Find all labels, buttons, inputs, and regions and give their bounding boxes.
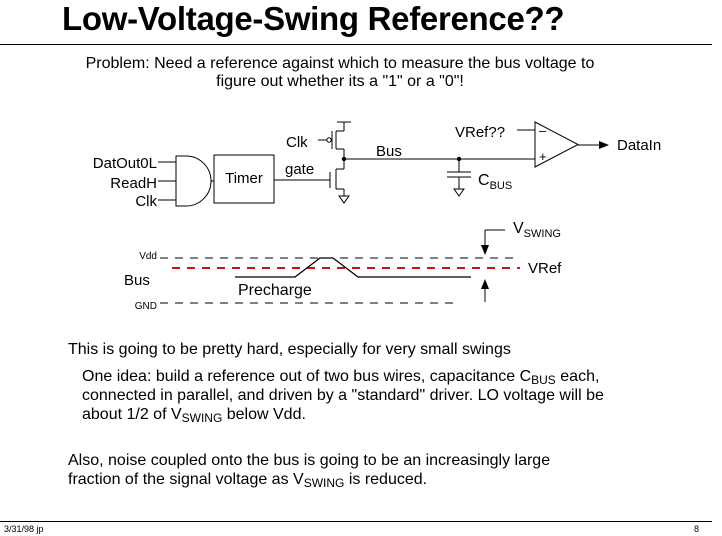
input-label-datout0l: DatOut0L [93,155,157,172]
comparator-plus-label: + [539,149,547,164]
page-title: Low-Voltage-Swing Reference?? [62,0,565,37]
ground-icon [453,188,465,197]
page-number: 8 [694,524,700,534]
idea-paragraph: One idea: build a reference out of two b… [82,367,604,424]
timer-box [213,154,275,204]
footer-date: 3/31/98 jp [4,524,44,534]
comparator-amplifier [534,121,580,168]
cbus-label: CBUS [478,172,512,192]
input-label-readh: ReadH [110,175,157,192]
problem-statement: Problem: Need a reference against which … [30,55,650,91]
vswing-label: VSWING [513,220,561,240]
and-gate [175,155,212,207]
waveform-bus-label: Bus [124,272,150,289]
noise-paragraph: Also, noise coupled onto the bus is goin… [68,451,550,489]
comparator-minus-label: – [539,123,547,138]
vref-question-label: VRef?? [455,124,505,141]
bus-waveform-trace [235,257,471,278]
idea-line-1: One idea: build a reference out of two b… [82,368,600,387]
title-divider [0,44,712,45]
idea-line-2: connected in parallel, and driven by a "… [82,387,604,404]
input-wires [158,161,176,201]
problem-line-2: figure out whether its a "1" or a "0"! [216,73,464,90]
timer-label: Timer [225,170,263,187]
nmos-driver-transistor [335,159,345,196]
input-label-clk: Clk [135,193,157,210]
noise-line-2: fraction of the signal voltage as VSWING… [68,471,428,490]
clk-label: Clk [286,134,308,151]
vdd-label: Vdd [139,251,157,262]
bus-capacitor [447,159,471,189]
idea-line-3: about 1/2 of VSWING below Vdd. [82,406,306,425]
gnd-label: GND [135,301,157,312]
problem-line-1: Problem: Need a reference against which … [85,55,595,72]
difficulty-statement: This is going to be pretty hard, especia… [68,341,511,358]
footer-divider [0,521,712,522]
precharge-label: Precharge [238,282,312,299]
timer-to-gate-wire [274,172,331,188]
datain-label: DataIn [617,137,661,154]
bus-label: Bus [376,143,402,160]
pmos-precharge-transistor [318,121,351,159]
noise-line-1: Also, noise coupled onto the bus is goin… [68,452,551,469]
ground-icon [338,195,350,204]
gate-label: gate [285,161,314,178]
vref-label: VRef [528,260,562,277]
